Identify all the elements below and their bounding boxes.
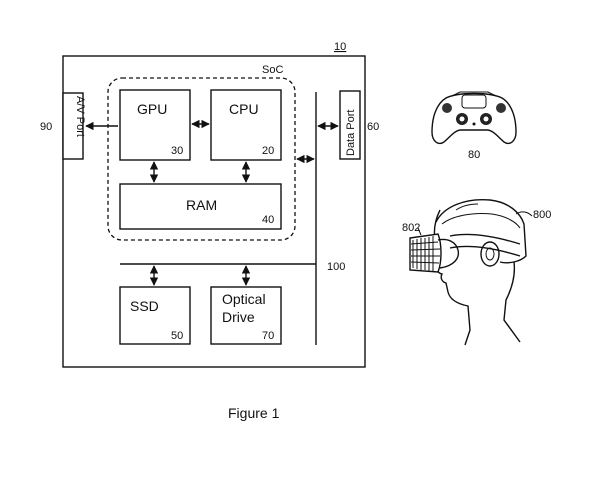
gpu-ref: 30: [171, 145, 183, 157]
optical-drive-block: Optical Drive 70: [210, 286, 282, 345]
hmd-display-ref: 802: [402, 222, 420, 234]
hmd-ref: 800: [533, 209, 551, 221]
ram-ref: 40: [262, 214, 274, 226]
game-controller-icon: [431, 91, 517, 145]
data-port-ref: 60: [367, 121, 379, 133]
optical-ref: 70: [262, 330, 274, 342]
ram-label: RAM: [186, 197, 217, 213]
head-mounted-display-icon: [409, 199, 533, 346]
gpu-block: GPU 30: [119, 89, 191, 161]
av-port-block: A/V Port: [62, 92, 86, 160]
data-port-label: Data Port: [345, 110, 357, 156]
ram-block: RAM 40: [119, 183, 282, 230]
system-ref: 10: [334, 41, 346, 53]
av-port-ref: 90: [40, 121, 52, 133]
ssd-label: SSD: [130, 298, 159, 314]
gpu-label: GPU: [137, 101, 167, 117]
soc-boundary: [107, 77, 296, 241]
ssd-ref: 50: [171, 330, 183, 342]
soc-label: SoC: [262, 64, 283, 76]
cpu-block: CPU 20: [210, 89, 282, 161]
cpu-label: CPU: [229, 101, 259, 117]
cpu-ref: 20: [262, 145, 274, 157]
figure-caption: Figure 1: [228, 405, 280, 421]
data-port-block: Data Port: [339, 90, 361, 160]
controller-ref: 80: [468, 149, 480, 161]
optical-label-line2: Drive: [222, 309, 255, 325]
bus-ref: 100: [327, 261, 345, 273]
ssd-block: SSD 50: [119, 286, 191, 345]
optical-label-line1: Optical: [222, 291, 266, 307]
av-port-label: A/V Port: [74, 96, 86, 137]
